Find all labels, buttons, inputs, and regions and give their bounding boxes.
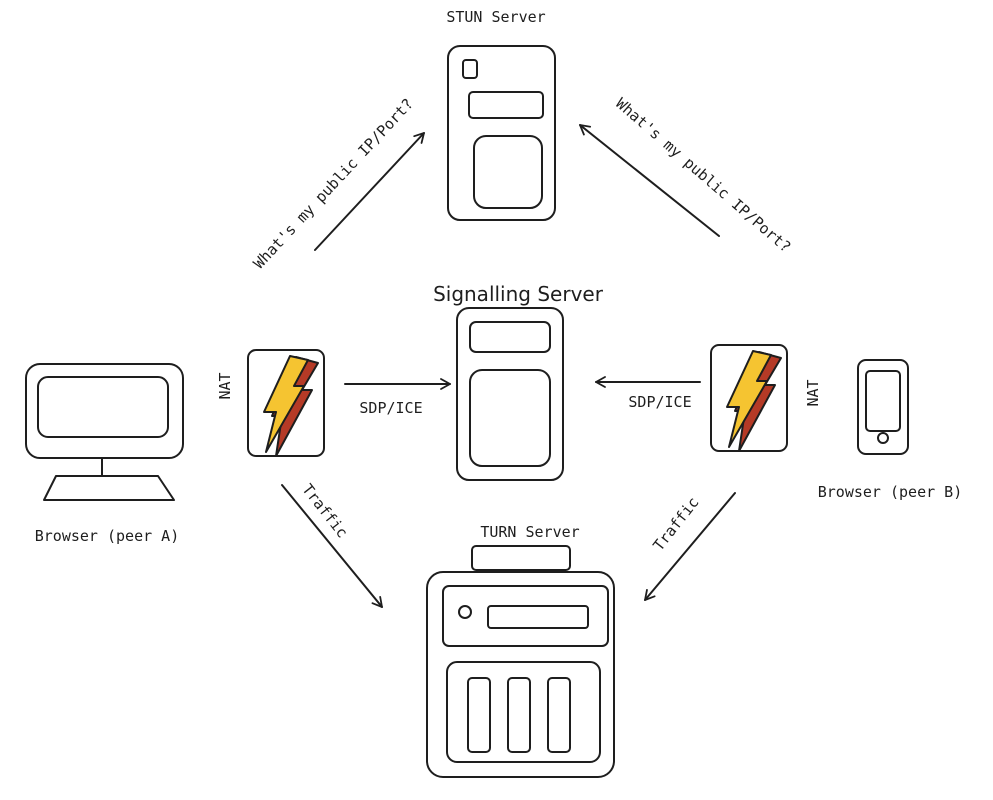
edge-b-to-turn: Traffic bbox=[644, 492, 736, 601]
signalling-server-icon bbox=[456, 307, 564, 481]
edge-a-to-signalling-label: SDP/ICE bbox=[359, 399, 422, 417]
turn-server: TURN Server bbox=[426, 523, 615, 778]
lightning-bolt-icon bbox=[263, 355, 319, 457]
edge-a-to-turn-label: Traffic bbox=[298, 480, 351, 541]
edge-a-to-turn: Traffic bbox=[281, 480, 383, 608]
edge-a-to-signalling: SDP/ICE bbox=[344, 378, 451, 417]
turn-server-label: TURN Server bbox=[480, 523, 579, 541]
turn-server-rack-icon bbox=[426, 545, 615, 778]
edge-b-to-stun-label: What's my public IP/Port? bbox=[612, 94, 794, 256]
lightning-bolt-icon bbox=[726, 350, 782, 452]
desktop-monitor-icon bbox=[25, 363, 184, 501]
edge-a-to-stun-label: What's my public IP/Port? bbox=[250, 95, 417, 272]
peer-a: Browser (peer A) bbox=[25, 363, 184, 545]
nat-a-label: NAT bbox=[216, 372, 234, 399]
edge-b-to-signalling-label: SDP/ICE bbox=[628, 393, 691, 411]
nat-b: NAT bbox=[710, 344, 822, 452]
signalling-server-label: Signalling Server bbox=[433, 282, 604, 306]
edge-b-to-turn-label: Traffic bbox=[650, 493, 703, 554]
nat-b-label: NAT bbox=[804, 379, 822, 406]
peer-a-label: Browser (peer A) bbox=[35, 527, 180, 545]
edge-a-to-stun: What's my public IP/Port? bbox=[250, 95, 425, 272]
signalling-server: Signalling Server bbox=[433, 282, 604, 481]
mobile-phone-icon bbox=[857, 359, 909, 455]
peer-b: Browser (peer B) bbox=[818, 359, 963, 501]
nat-a: NAT bbox=[216, 349, 325, 457]
peer-b-label: Browser (peer B) bbox=[818, 483, 963, 501]
stun-server-icon bbox=[447, 45, 556, 221]
edge-b-to-signalling: SDP/ICE bbox=[595, 376, 701, 411]
stun-server-label: STUN Server bbox=[446, 8, 545, 26]
edge-b-to-stun: What's my public IP/Port? bbox=[579, 94, 794, 256]
stun-server: STUN Server bbox=[446, 8, 556, 221]
